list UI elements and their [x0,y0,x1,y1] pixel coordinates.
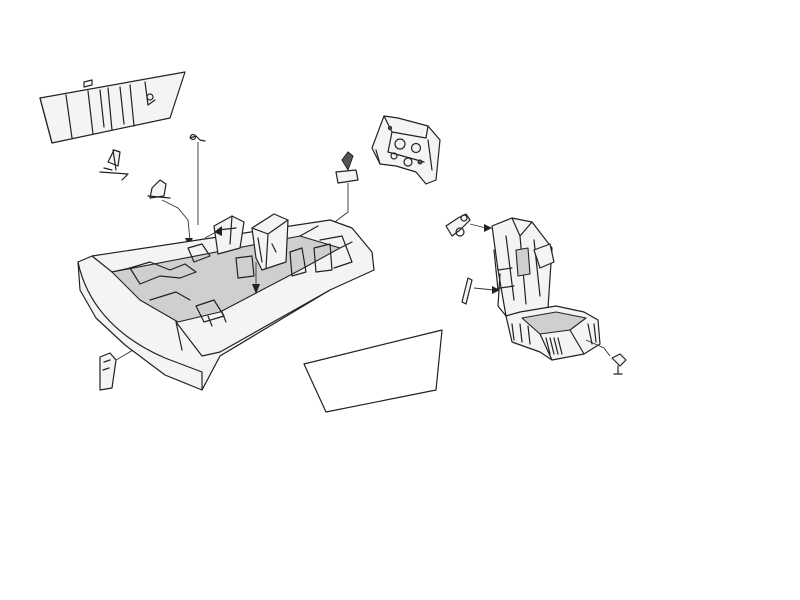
ejection-seat [491,217,611,361]
glare-panel [303,329,443,413]
instrument-panel [371,115,441,185]
instrument-panel-shroud [39,71,186,144]
pin [189,133,206,225]
control-lever [99,149,129,181]
seat-pin [611,353,627,375]
throttle-lever [281,151,359,263]
cockpit-tub [77,213,375,391]
seat-rod [461,277,500,305]
control-stick [147,179,193,246]
seat-handle [445,213,492,237]
